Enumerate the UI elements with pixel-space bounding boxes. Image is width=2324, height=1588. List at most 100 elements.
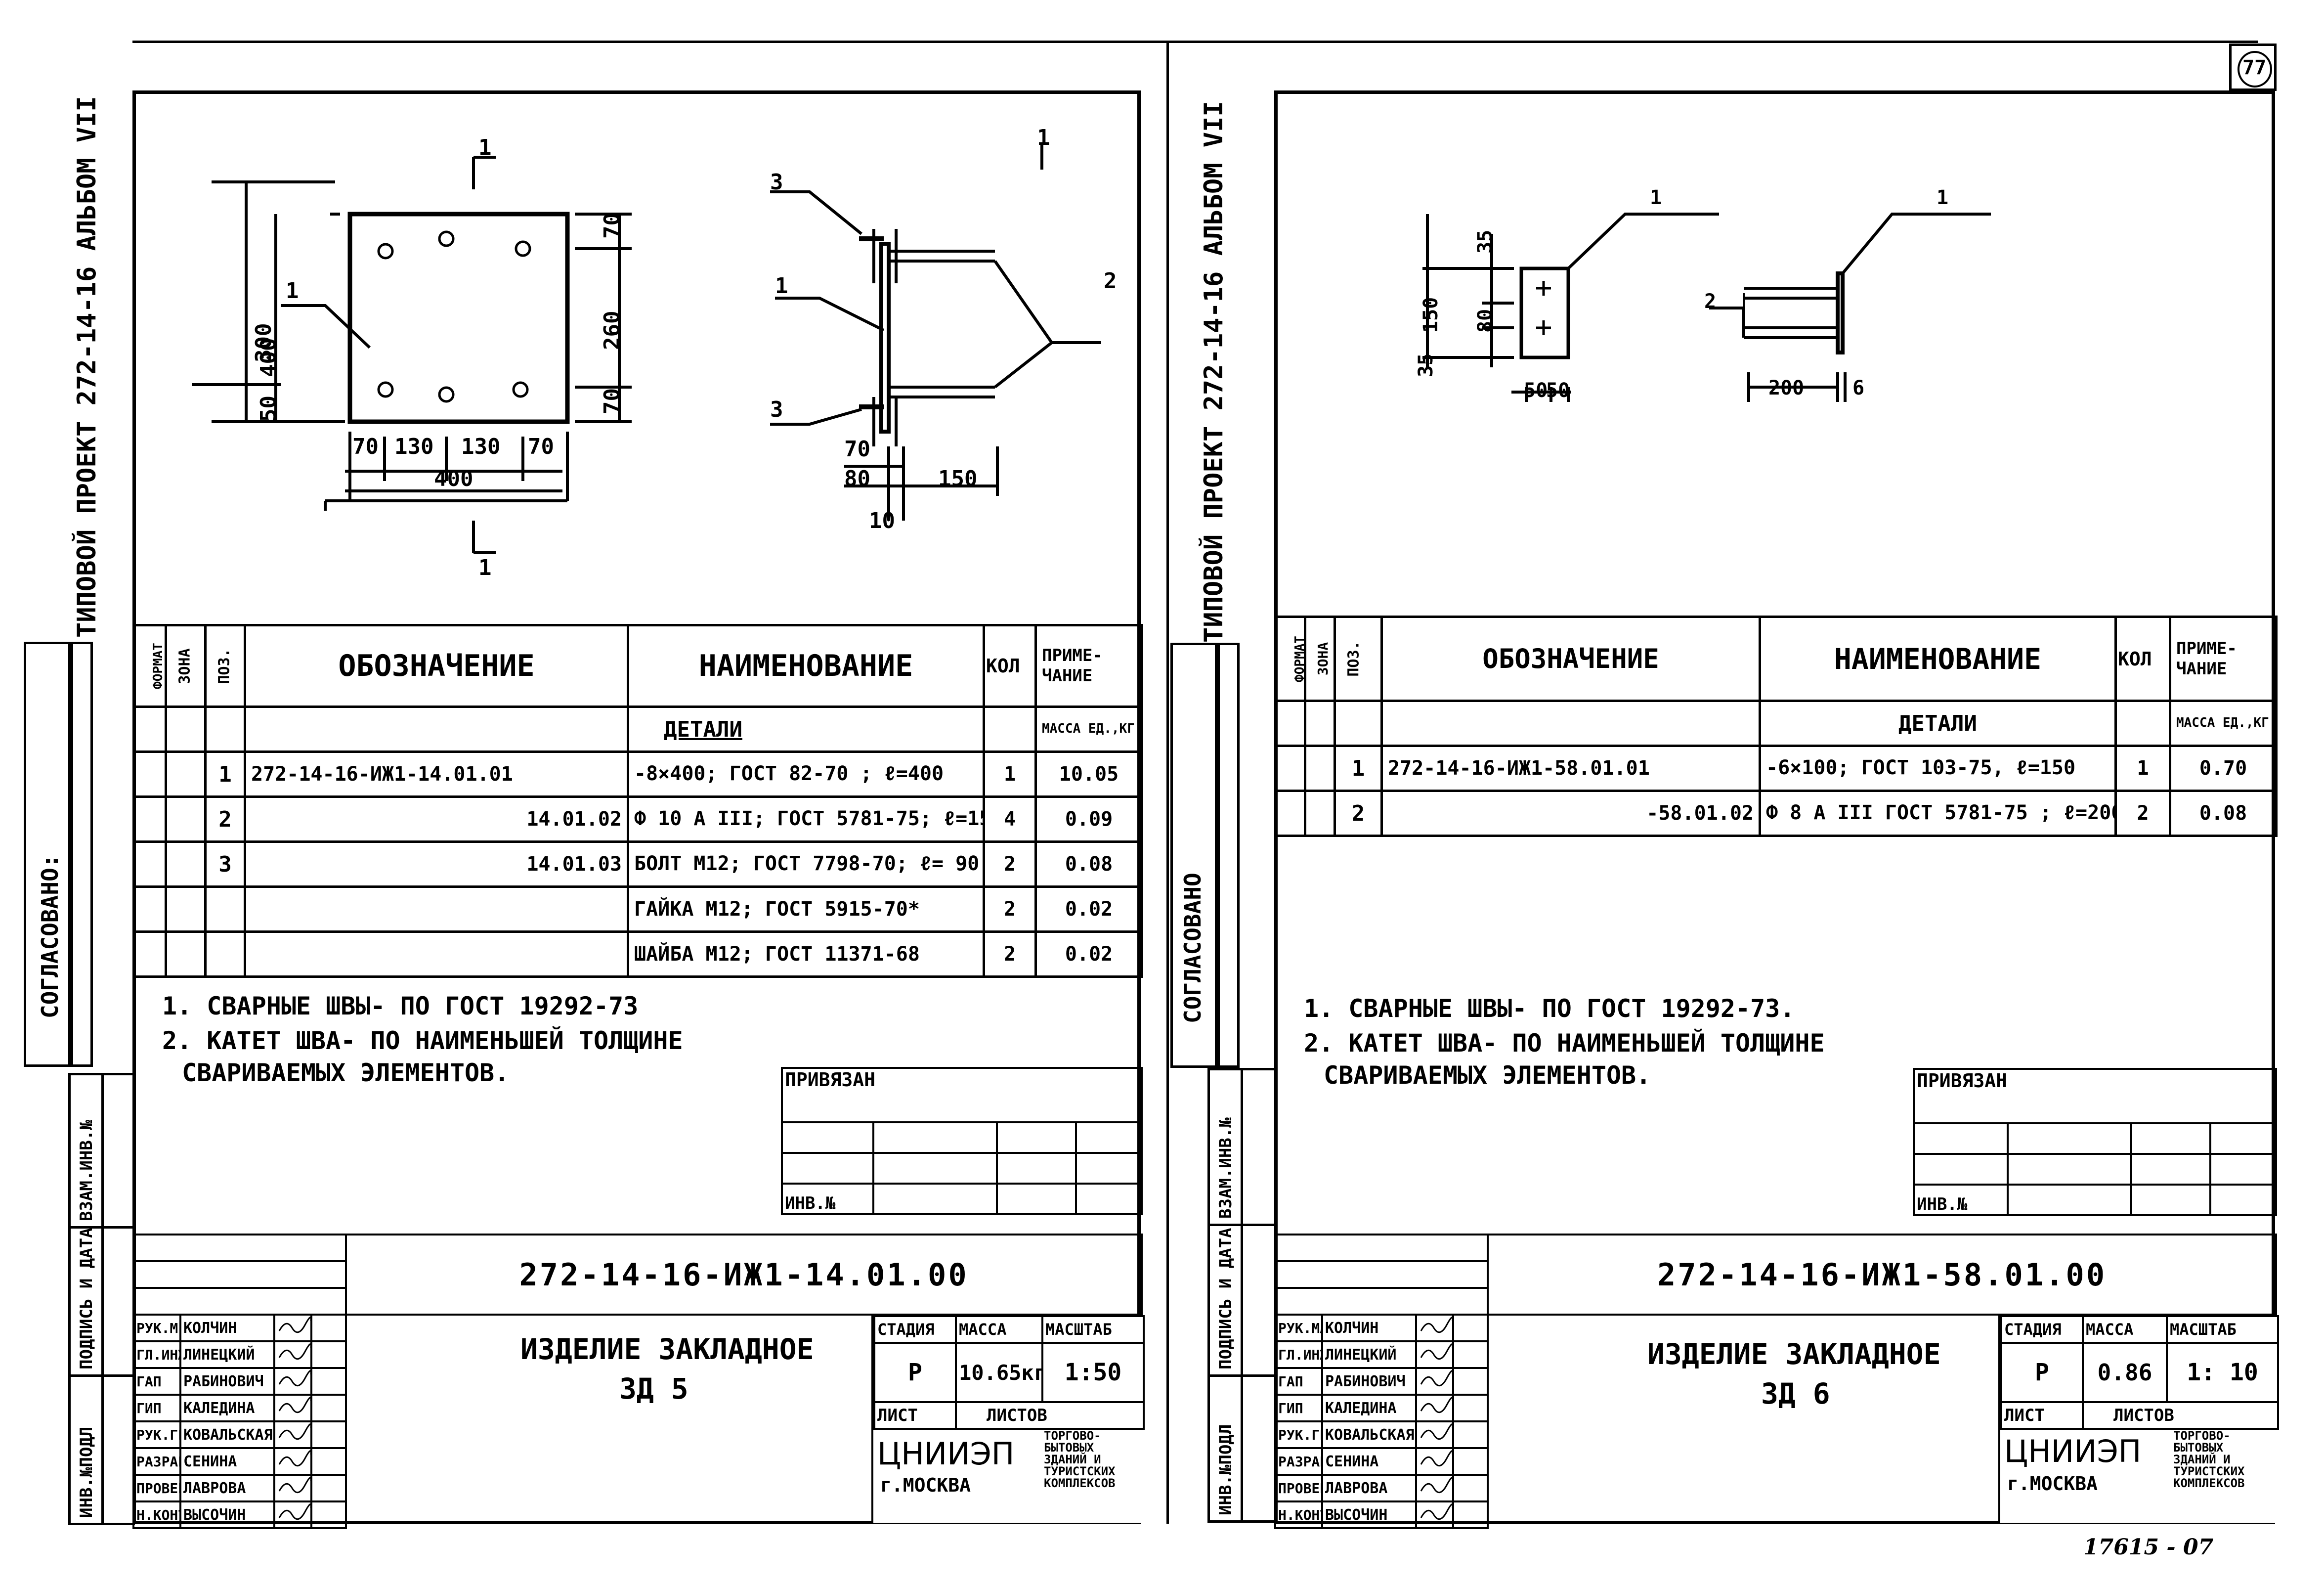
spec-name: ШАЙБА М12; ГОСТ 11371-68: [627, 930, 985, 978]
hdr-zone: ЗОНА: [1304, 616, 1336, 702]
side-col-div: [101, 1073, 104, 1525]
spec-qty: 2: [983, 885, 1037, 933]
dim-70-v-top: 70: [600, 213, 625, 239]
dim-70-h-left: 70: [352, 434, 379, 459]
sheet-label: ЛИСТ: [873, 1401, 957, 1430]
dim-70-v-bottom: 70: [600, 388, 625, 414]
dim-50-left: 50: [1524, 379, 1548, 402]
staff-name: КОЛЧИН: [179, 1314, 275, 1342]
mass-unit: МАССА ЕД.,КГ: [2169, 700, 2278, 747]
mass-label: МАССА: [955, 1315, 1043, 1344]
side-row-div-2: [1207, 1374, 1277, 1377]
staff-role: РАЗРАБ.: [1274, 1447, 1323, 1476]
hdr-pos: ПОЗ.: [1334, 616, 1383, 702]
sheet-divider-line: [1166, 41, 1169, 1524]
org-city: г.МОСКВА: [880, 1474, 971, 1496]
staff-name: СЕНИНА: [179, 1447, 275, 1476]
staff-name: СЕНИНА: [1321, 1447, 1417, 1476]
side-agreed-label: СОГЛАСОВАНО:: [37, 854, 63, 1018]
hdr-note: ПРИМЕ-ЧАНИЕ: [2169, 616, 2278, 702]
left-drawing: 1 1 1 1 2 3 3 1 400 300 50 70 260 70 70 …: [192, 125, 1117, 580]
staff-signature: [273, 1314, 312, 1342]
dim-50-right: 50: [1546, 379, 1570, 402]
stage: Р: [873, 1342, 957, 1403]
side-col-sign: ПОДПИСЬ И ДАТА: [77, 1228, 96, 1369]
title: ИЗДЕЛИЕ ЗАКЛАДНОЕ: [520, 1332, 814, 1366]
staff-name: ЛАВРОВА: [1321, 1474, 1417, 1502]
plate-front-view: [347, 212, 570, 424]
doc-code: 272-14-16-ИЖ1-14.01.00: [345, 1234, 1143, 1316]
spec-code: [244, 885, 629, 933]
dim-400-h: 400: [434, 466, 473, 491]
staff-name: КАЛЕДИНА: [1321, 1394, 1417, 1422]
sheets-label: ЛИСТОВ: [2082, 1401, 2279, 1430]
staff-row: РАЗРАБ.СЕНИНА: [1274, 1447, 2276, 1476]
plate-front-view: [1519, 266, 1570, 359]
spec-name: -6×100; ГОСТ 103-75, ℓ=150: [1759, 745, 2117, 792]
staff-row: РУК.МАСТКОЛЧИН: [1274, 1314, 2276, 1342]
label-pos-1-front: 1: [1650, 186, 1662, 209]
label-pos-3-bottom: 3: [770, 397, 783, 422]
side-col-vzam: ВЗАМ.ИНВ.№: [1216, 1117, 1236, 1219]
staff-row: Н.КОНТР.ВЫСОЧИН: [132, 1500, 1142, 1529]
page-number: 77: [2242, 56, 2267, 79]
spec-qty: 2: [983, 840, 1037, 888]
staff-row: ПРОВЕР.ЛАВРОВА: [1274, 1474, 2276, 1502]
side-col-sign: ПОДПИСЬ И ДАТА: [1216, 1228, 1236, 1369]
staff-row: РУК.М.1КОЛЧИН: [132, 1314, 1142, 1342]
staff-signature: [1415, 1447, 1454, 1476]
staff-signature: [1415, 1420, 1454, 1449]
spec-row: 1 272-14-16-ИЖ1-58.01.01-6×100; ГОСТ 103-…: [1274, 745, 2278, 792]
side-agreed-box: [24, 642, 71, 1067]
hdr-name: НАИМЕНОВАНИЕ: [1759, 616, 2117, 702]
spec-pos: 2: [204, 795, 246, 843]
spec-qty: 4: [983, 795, 1037, 843]
dim-80-side: 80: [844, 466, 870, 491]
staff-signature: [273, 1474, 312, 1502]
privyazan-label: ПРИВЯЗАН: [780, 1067, 1143, 1123]
staff-role: ГАП: [1274, 1367, 1323, 1396]
spec-code: 272-14-16-ИЖ1-58.01.01: [1380, 745, 1761, 792]
side-agreed-box: [1170, 643, 1217, 1068]
dim-300-v: 300: [251, 323, 276, 362]
hdr-name: НАИМЕНОВАНИЕ: [627, 624, 985, 708]
left-spec-table: ФОРМАТ ЗОНА ПОЗ. ОБОЗНАЧЕНИЕ НАИМЕНОВАНИ…: [132, 624, 1143, 978]
staff-name: ЛАВРОВА: [179, 1474, 275, 1502]
spec-qty: 1: [2114, 745, 2171, 792]
staff-row: РУК.ГР.ИНКОВАЛЬСКАЯ: [1274, 1420, 2276, 1449]
right-drawing: 1 1 2 150 35 80 35 50 50 200 6: [1415, 186, 1991, 402]
staff-name: КОВАЛЬСКАЯ: [179, 1420, 275, 1449]
dim-200: 200: [1768, 377, 1804, 399]
dim-50-v: 50: [256, 396, 281, 422]
side-row-div-1: [1207, 1224, 1277, 1226]
spec-mass: 0.08: [1034, 840, 1143, 888]
spec-mass: 0.08: [2169, 790, 2278, 837]
doc-code: 272-14-16-ИЖ1-58.01.00: [1487, 1234, 2278, 1316]
staff-row: РУК.ГР.ИНЖКОВАЛЬСКАЯ: [132, 1420, 1142, 1449]
right-privyazan-table: ПРИВЯЗАН ИНВ.№: [1912, 1068, 2278, 1216]
staff-row: ГЛ.ИНЖ.МЛИНЕЦКИЙ: [1274, 1340, 2276, 1369]
privyazan-label: ПРИВЯЗАН: [1912, 1068, 2278, 1124]
hdr-designation: ОБОЗНАЧЕНИЕ: [244, 624, 629, 708]
mass-label: МАССА: [2082, 1315, 2168, 1344]
dim-80: 80: [1474, 309, 1497, 333]
staff-signature: [273, 1420, 312, 1449]
dim-70-h-right: 70: [528, 434, 554, 459]
staff-role: РУК.М.1: [132, 1314, 181, 1342]
org-name: ЦНИИЭП: [877, 1436, 1015, 1472]
hdr-format: ФОРМАТ: [1274, 616, 1306, 702]
staff-name: ВЫСОЧИН: [179, 1500, 275, 1529]
mass: 0.86: [2082, 1342, 2168, 1403]
side-col-div: [1241, 1068, 1243, 1523]
side-agreed-label: СОГЛАСОВАНО: [1179, 873, 1206, 1023]
org-name: ЦНИИЭП: [2004, 1433, 2142, 1469]
staff-role: ГЛ.ИНЖ.М: [1274, 1340, 1323, 1369]
page-number-box: 77: [2229, 44, 2277, 91]
section-details: ДЕТАЛИ: [1759, 700, 2117, 747]
spec-mass: 0.70: [2169, 745, 2278, 792]
hdr-format: ФОРМАТ: [132, 624, 167, 708]
staff-name: ЛИНЕЦКИЙ: [179, 1340, 275, 1369]
